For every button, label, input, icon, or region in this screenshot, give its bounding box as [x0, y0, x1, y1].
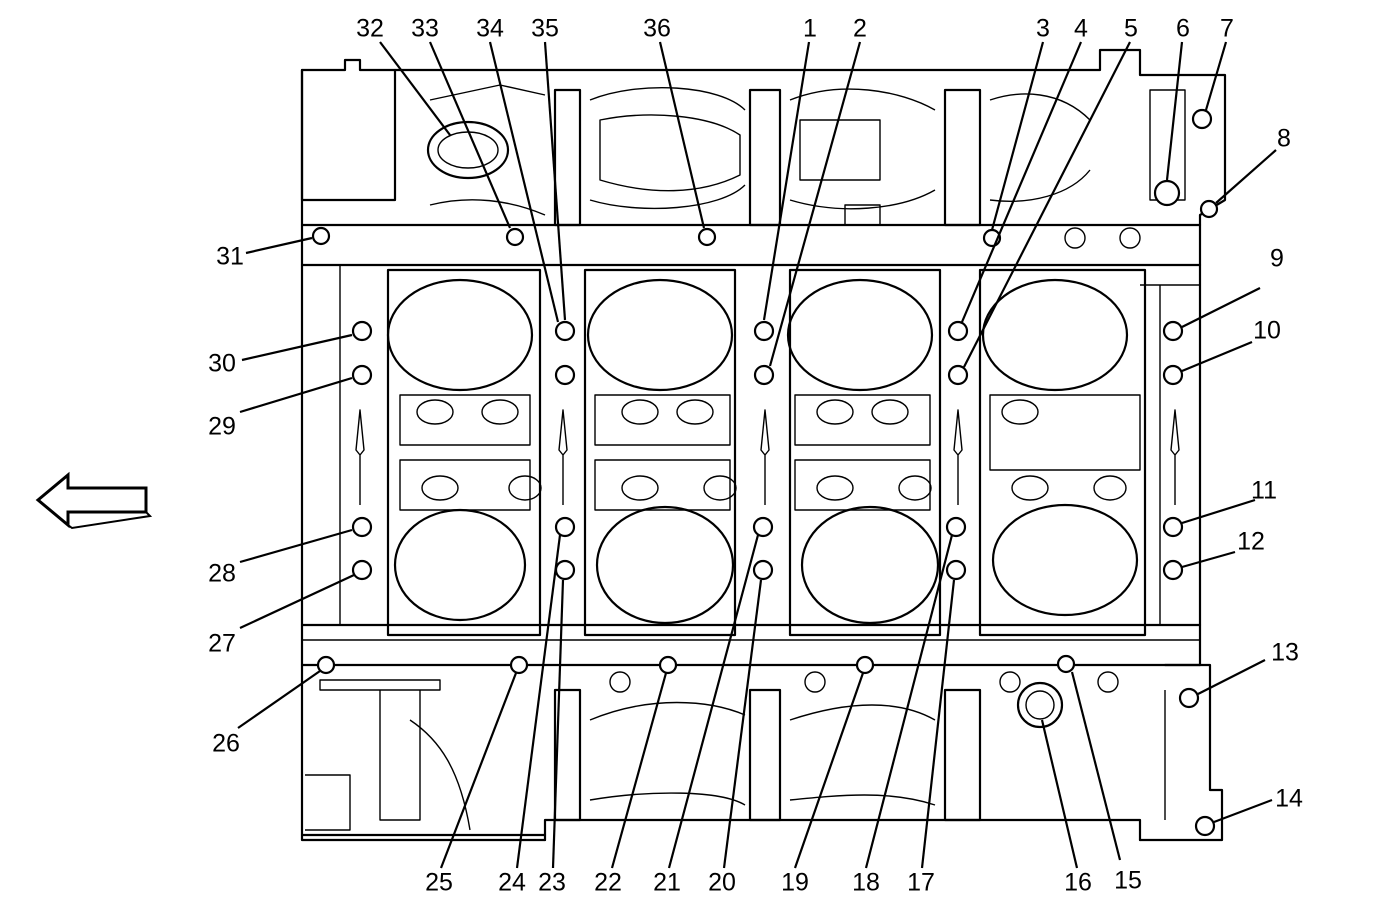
callout-34: 34 — [476, 15, 504, 43]
callout-23: 23 — [538, 869, 566, 897]
callout-12: 12 — [1237, 528, 1265, 556]
callout-labels: 1 2 3 4 5 6 7 8 9 10 11 12 13 14 15 16 1… — [208, 15, 1303, 897]
callout-15: 15 — [1114, 867, 1142, 895]
leader-lines — [237, 41, 1277, 869]
callout-31: 31 — [216, 243, 244, 271]
callout-16: 16 — [1064, 869, 1092, 897]
callout-18: 18 — [852, 869, 880, 897]
callout-6: 6 — [1176, 15, 1190, 43]
callout-3: 3 — [1036, 15, 1050, 43]
callout-29: 29 — [208, 413, 236, 441]
callout-11: 11 — [1251, 477, 1277, 505]
callout-21: 21 — [653, 869, 681, 897]
callout-13: 13 — [1271, 639, 1299, 667]
callout-8: 8 — [1277, 125, 1291, 153]
callout-5: 5 — [1124, 15, 1138, 43]
callout-14: 14 — [1275, 785, 1303, 813]
callout-22: 22 — [594, 869, 622, 897]
callout-25: 25 — [425, 869, 453, 897]
callout-9: 9 — [1270, 245, 1284, 273]
callout-19: 19 — [781, 869, 809, 897]
callout-36: 36 — [643, 15, 671, 43]
cylinder-bays — [386, 268, 1147, 637]
callout-17: 17 — [907, 869, 935, 897]
callout-1: 1 — [803, 15, 817, 43]
callout-10: 10 — [1253, 317, 1281, 345]
upper-valley-area — [426, 84, 1186, 249]
callout-4: 4 — [1074, 15, 1088, 43]
callout-30: 30 — [208, 350, 236, 378]
lower-valley-area — [305, 671, 1166, 831]
callout-33: 33 — [411, 15, 439, 43]
callout-32: 32 — [356, 15, 384, 43]
callout-24: 24 — [498, 869, 526, 897]
arrow-left-icon — [35, 471, 153, 530]
callout-27: 27 — [208, 630, 236, 658]
callout-2: 2 — [853, 15, 867, 43]
callout-7: 7 — [1220, 15, 1234, 43]
callout-20: 20 — [708, 869, 736, 897]
callout-26: 26 — [212, 730, 240, 758]
callout-28: 28 — [208, 560, 236, 588]
callout-35: 35 — [531, 15, 559, 43]
bulkhead-spindles — [355, 409, 1180, 505]
